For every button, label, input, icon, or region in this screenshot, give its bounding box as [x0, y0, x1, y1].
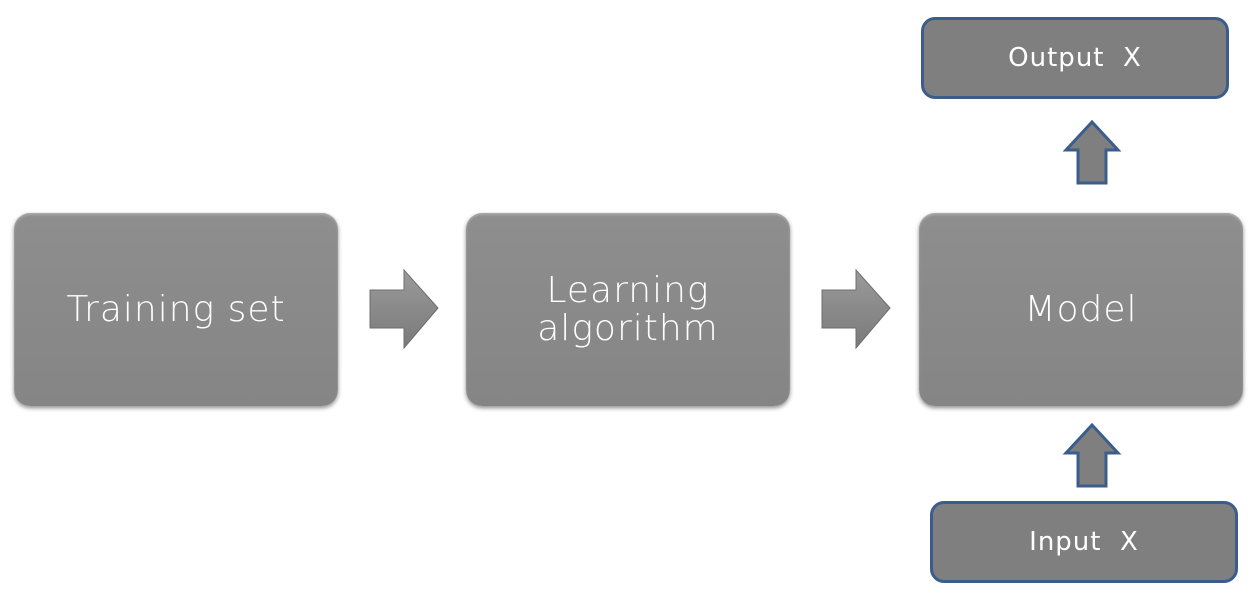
learning-algorithm-node: Learning algorithm	[466, 213, 790, 406]
input-label: Input X	[1029, 527, 1139, 557]
learning-algorithm-label-line1: Learning	[546, 269, 710, 311]
right-arrow-icon	[821, 268, 891, 350]
output-node: Output X	[921, 17, 1229, 99]
learning-algorithm-label-line2: algorithm	[537, 307, 719, 349]
model-node: Model	[919, 213, 1243, 406]
up-arrow-icon	[1062, 120, 1122, 185]
training-set-node: Training set	[14, 213, 338, 406]
model-label: Model	[1024, 288, 1138, 330]
up-arrow-icon	[1062, 423, 1122, 488]
input-node: Input X	[930, 501, 1238, 583]
training-set-label: Training set	[66, 288, 286, 330]
right-arrow-icon	[369, 268, 439, 350]
output-label: Output X	[1008, 43, 1142, 73]
